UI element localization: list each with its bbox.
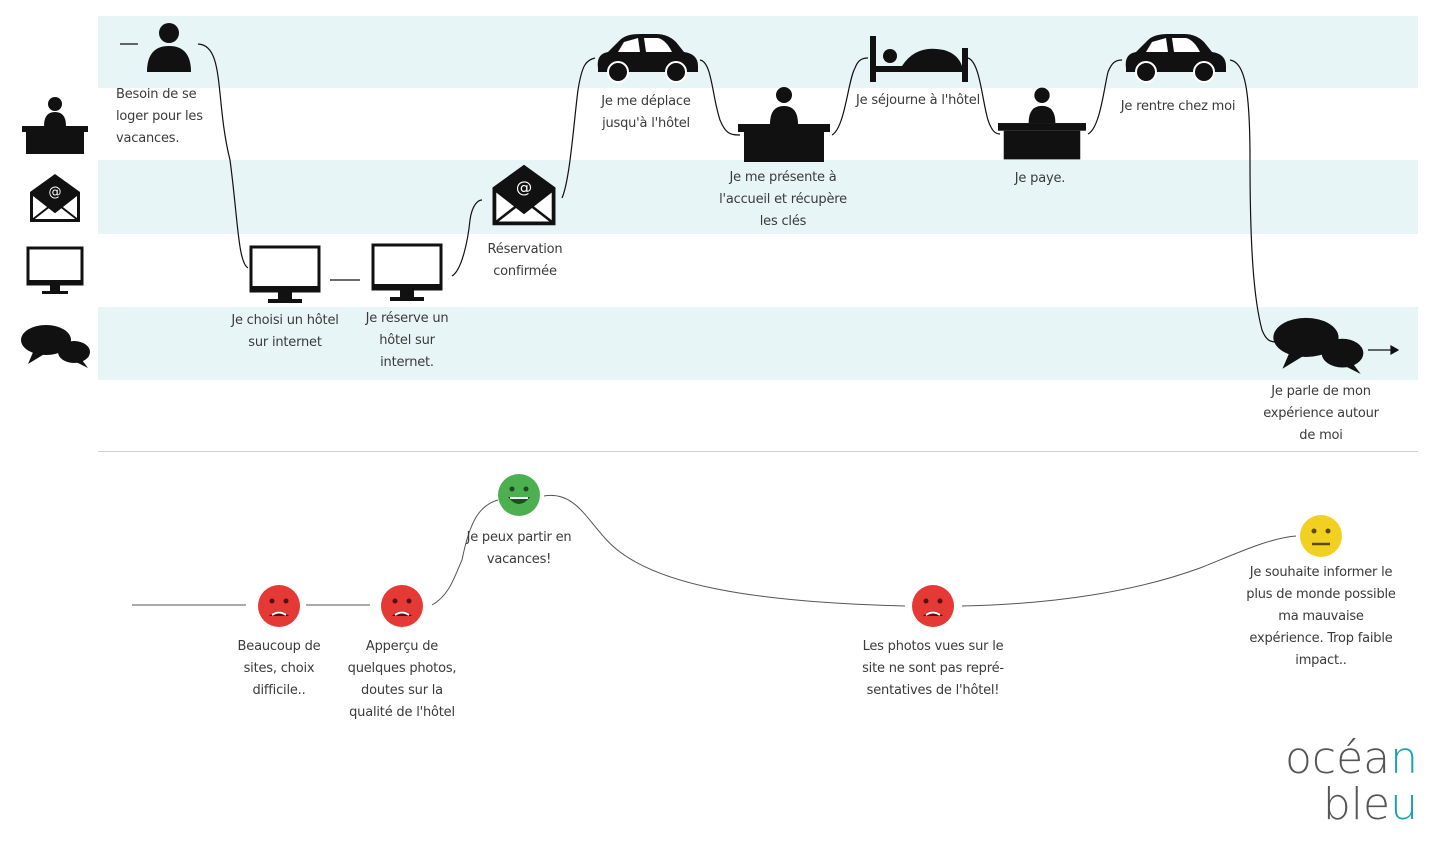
- step-label-return: Je rentre chez moi: [1120, 99, 1236, 114]
- step-label-confirmed: Réservation confirmée: [487, 242, 563, 279]
- step-label-travel: Je me déplace jusqu'à l'hôtel: [601, 94, 691, 131]
- happy-face-icon: [498, 474, 540, 516]
- emotion-label: Beaucoup de sites, choix difficile..: [237, 639, 321, 698]
- svg-text:@: @: [49, 185, 62, 200]
- neutral-face-icon: [1300, 515, 1342, 557]
- logo: océan bleu: [1284, 733, 1418, 830]
- chat-icon: [1273, 317, 1364, 374]
- step-label-stay: Je séjourne à l'hôtel: [856, 93, 981, 108]
- band-chat: [98, 307, 1418, 380]
- emotion-label: Je peux partir en vacances!: [466, 530, 572, 567]
- emotion-label: Je souhaite informer le plus de monde po…: [1246, 565, 1396, 668]
- sad-face-icon: [912, 585, 954, 627]
- step-label-need: Besoin de se loger pour les vacances.: [116, 87, 203, 146]
- desk-icon: [22, 97, 88, 154]
- monitor-icon: [371, 243, 443, 301]
- car-icon: [1125, 34, 1226, 83]
- person-icon: [147, 23, 191, 72]
- divider: [98, 451, 1418, 452]
- emotion-label: Apperçu de quelques photos, doutes sur l…: [347, 639, 457, 720]
- car-icon: [597, 34, 698, 83]
- svg-text:@: @: [516, 177, 532, 196]
- email-icon: @: [30, 174, 80, 222]
- step-label-pay: Je paye.: [1014, 171, 1066, 186]
- monitor-icon: [26, 246, 84, 294]
- band-email: [98, 160, 1418, 234]
- email-icon: @: [492, 164, 556, 226]
- step-label-talk: Je parle de mon expérience autour de moi: [1263, 384, 1379, 443]
- bed-icon: [870, 36, 968, 82]
- monitor-icon: [249, 245, 321, 303]
- chat-icon: [21, 325, 90, 368]
- step-label-book: Je réserve un hôtel sur internet.: [365, 311, 449, 370]
- sad-face-icon: [381, 585, 423, 627]
- reception-desk-icon: [738, 87, 830, 162]
- reception-desk-icon: [998, 87, 1086, 160]
- step-label-choose: Je choisi un hôtel sur internet: [231, 313, 339, 350]
- sad-face-icon: [258, 585, 300, 627]
- emotion-label: Les photos vues sur le site ne sont pas …: [862, 639, 1004, 698]
- step-label-checkin: Je me présente à l'accueil et récupère l…: [719, 170, 847, 229]
